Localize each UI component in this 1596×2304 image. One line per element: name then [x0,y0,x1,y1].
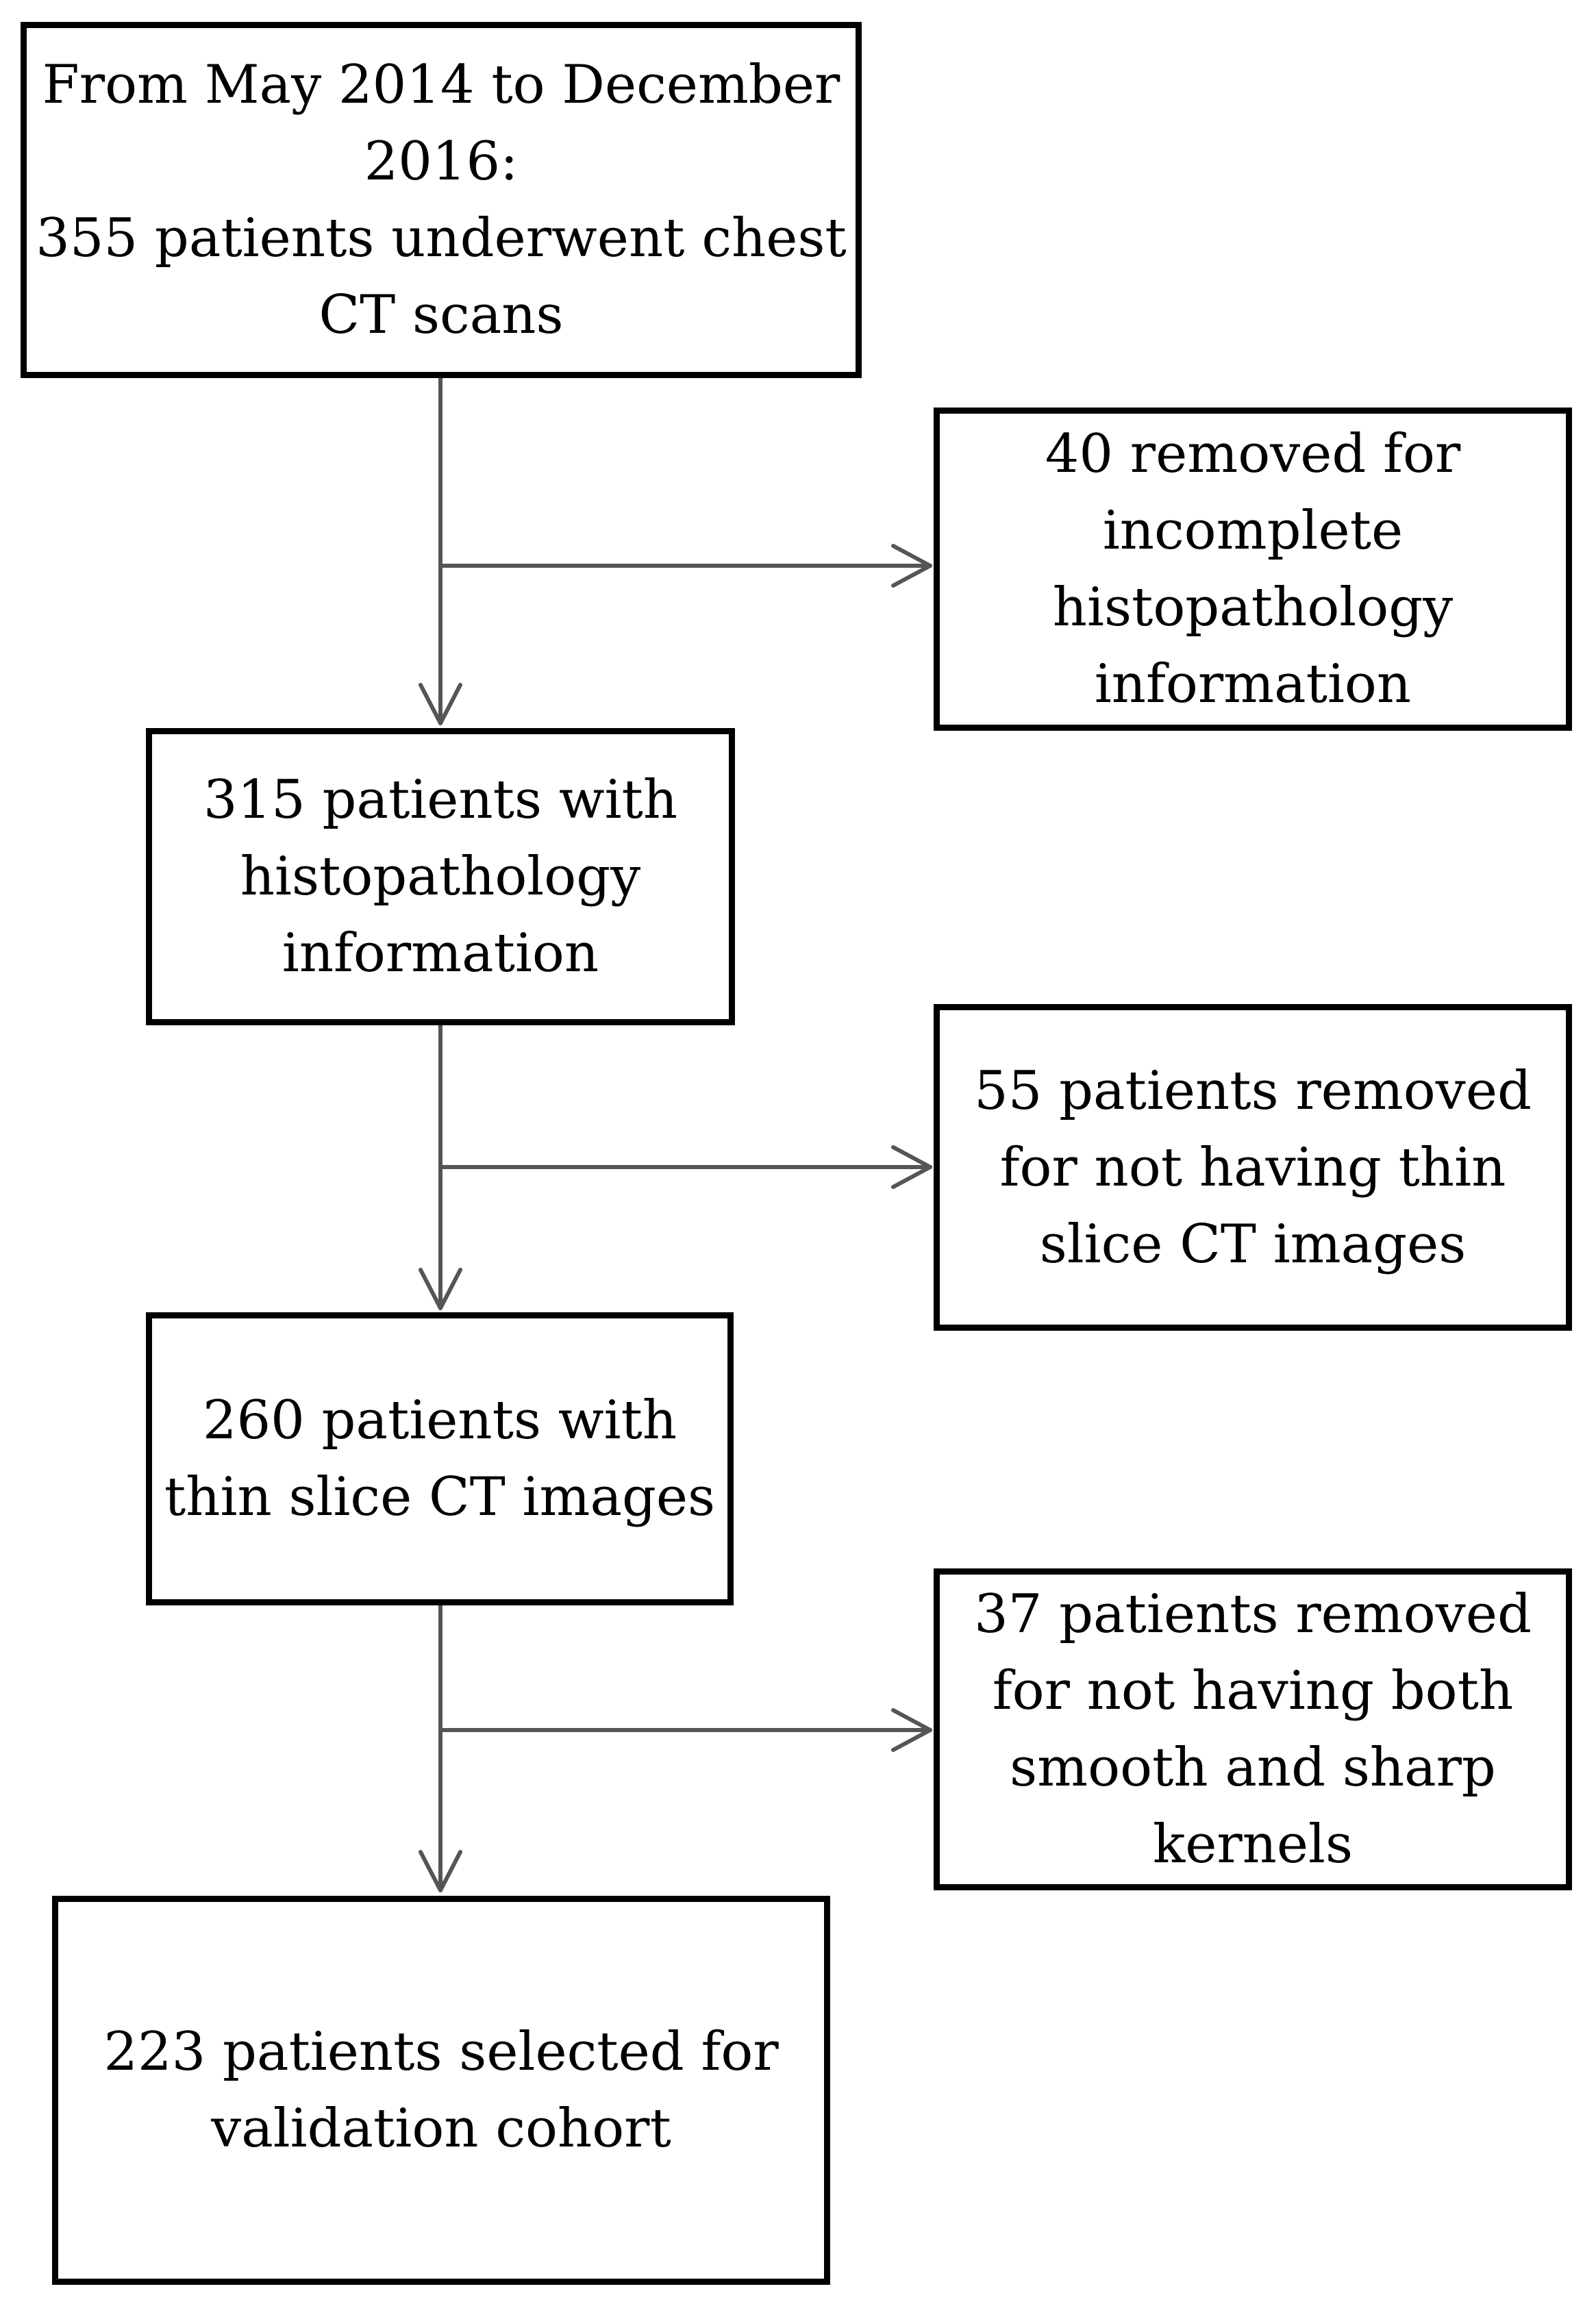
excl3-line-2: for not having both [992,1660,1514,1722]
exclusion-arrowhead-1 [891,544,932,588]
excl1-line-2: incomplete [1102,500,1404,562]
start-line-1: From May 2014 to December [42,54,840,116]
main-flow-arrowhead-1 [419,683,462,725]
final-line-2: validation cohort [211,2098,671,2159]
exclusion-box-1: 40 removed for incomplete histopathology… [934,408,1572,731]
exclusion-arrowhead-3 [891,1708,932,1752]
exclusion-box-1-text: 40 removed for incomplete histopathology… [1045,416,1460,723]
excl2-line-1: 55 patients removed [974,1060,1532,1122]
start-line-4: CT scans [319,284,564,346]
exclusion-box-3-text: 37 patients removed for not having both … [974,1576,1532,1883]
histopathology-box: 315 patients with histopathology informa… [146,728,735,1025]
excl3-line-1: 37 patients removed [974,1583,1532,1645]
excl3-line-4: kernels [1152,1814,1354,1875]
thin-slice-box-text: 260 patients with thin slice CT images [164,1382,715,1536]
exclusion-box-2: 55 patients removed for not having thin … [934,1004,1572,1331]
main-flow-arrowhead-2 [419,1268,462,1310]
start-line-3: 355 patients underwent chest [36,208,847,269]
start-box: From May 2014 to December 2016: 355 pati… [21,22,862,378]
exclusion-box-2-text: 55 patients removed for not having thin … [974,1053,1532,1283]
step2-line-3: information [282,923,599,984]
excl1-line-1: 40 removed for [1045,423,1461,485]
exclusion-arrowhead-2 [891,1145,932,1189]
excl1-line-3: histopathology [1052,577,1454,638]
main-flow-arrowhead-3 [419,1850,462,1892]
start-box-text: From May 2014 to December 2016: 355 pati… [36,47,847,353]
start-line-2: 2016: [364,131,519,192]
step2-line-1: 315 patients with [203,769,678,831]
thin-slice-box: 260 patients with thin slice CT images [146,1312,734,1605]
excl2-line-3: slice CT images [1039,1213,1467,1275]
step2-line-2: histopathology [240,846,641,907]
exclusion-box-3: 37 patients removed for not having both … [934,1568,1572,1890]
validation-cohort-box: 223 patients selected for validation coh… [52,1896,830,2285]
validation-cohort-box-text: 223 patients selected for validation coh… [103,2014,778,2167]
step3-line-1: 260 patients with [202,1390,677,1451]
final-line-1: 223 patients selected for [103,2021,779,2083]
excl3-line-3: smooth and sharp [1010,1737,1496,1799]
excl1-line-4: information [1094,653,1412,715]
excl2-line-2: for not having thin [999,1136,1506,1199]
step3-line-2: thin slice CT images [164,1466,716,1528]
histopathology-box-text: 315 patients with histopathology informa… [203,762,677,992]
